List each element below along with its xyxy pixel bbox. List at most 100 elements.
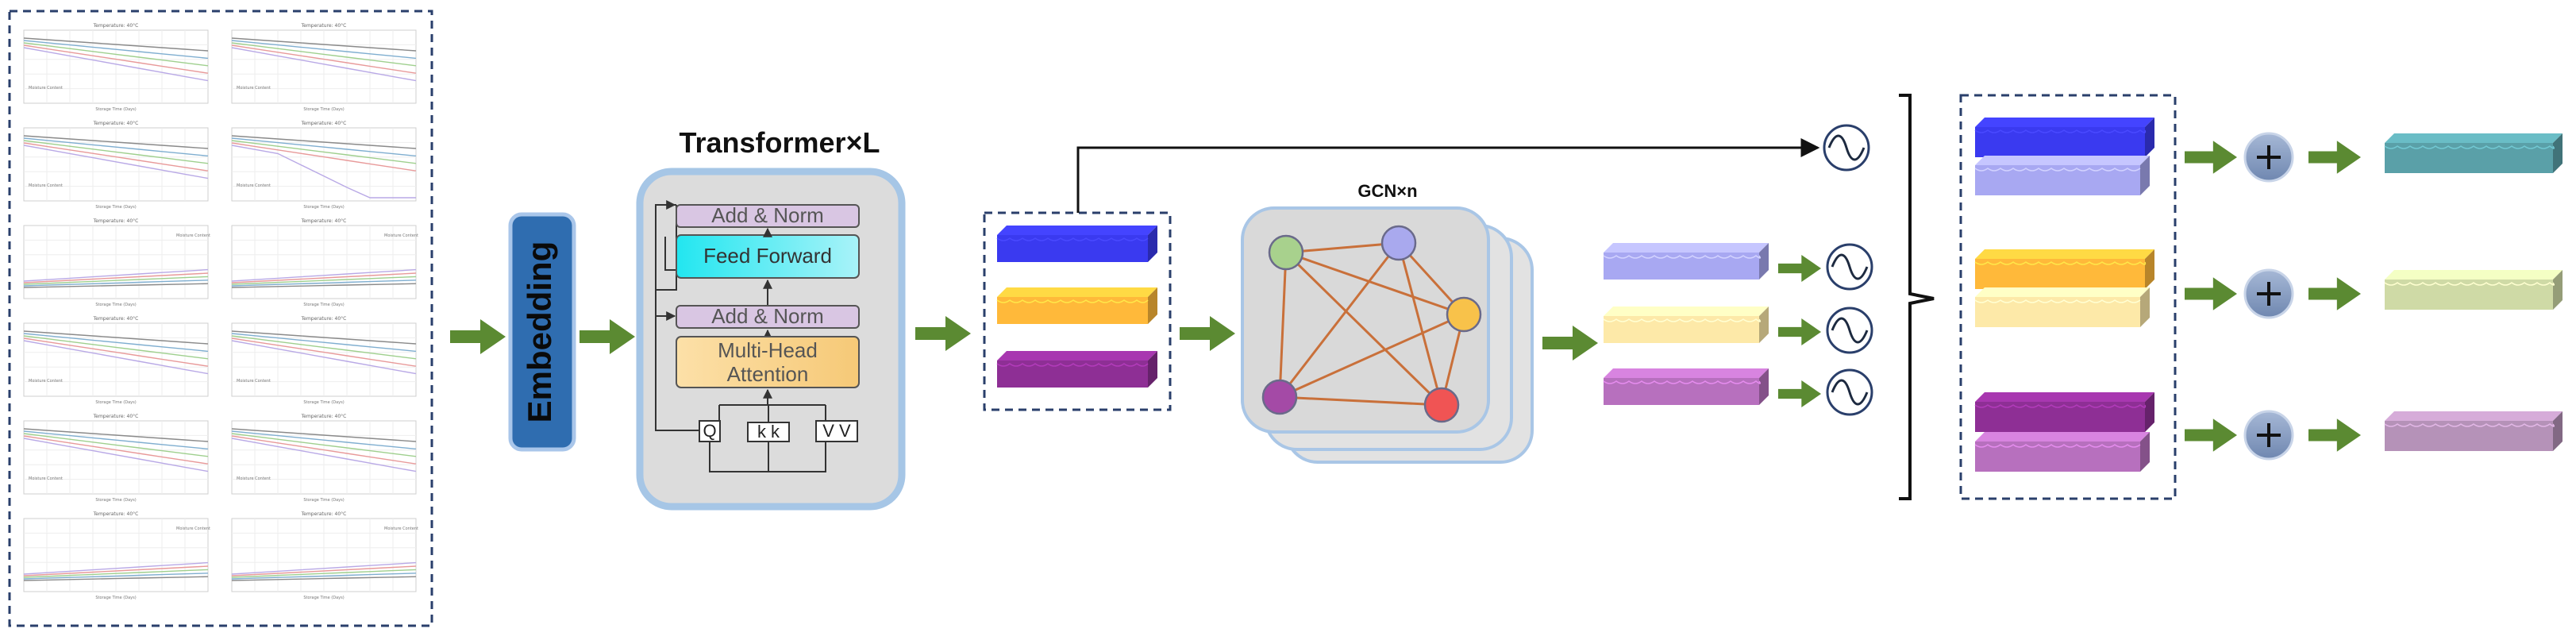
gcn-edge xyxy=(1285,251,1465,316)
gcn-edge xyxy=(1284,251,1443,407)
plus-icon-2 xyxy=(2243,268,2294,319)
embedding-block: Embedding xyxy=(508,212,576,452)
plus-icon-1 xyxy=(2243,132,2294,183)
mini-plot-xlabel: Storage Time (Days) xyxy=(303,205,344,210)
mini-plot: Temperature: 40°C Moisture ContentStorage… xyxy=(23,316,209,405)
mini-plot-legend: Moisture Content xyxy=(29,379,63,384)
fusion-in-arrow-2 xyxy=(2185,277,2237,310)
gcn-edge xyxy=(1279,395,1442,407)
mini-plot-title: Temperature: 40°C xyxy=(301,218,347,224)
q-label: Q xyxy=(703,421,716,441)
mini-plot-xlabel: Storage Time (Days) xyxy=(303,107,344,112)
output-bar-sage xyxy=(2384,270,2563,310)
mini-plot-xlabel: Storage Time (Days) xyxy=(95,498,136,503)
mini-plot: Temperature: 40°C Moisture ContentStorage… xyxy=(23,121,209,210)
add-norm-bottom-label: Add & Norm xyxy=(711,304,824,328)
sinusoid-icon-3 xyxy=(1826,368,1873,416)
mini-plot-xlabel: Storage Time (Days) xyxy=(303,400,344,405)
fusion-out-arrow-1 xyxy=(2308,141,2361,174)
skip-connection-arrow xyxy=(1076,138,1820,213)
gcn-graph xyxy=(1261,225,1482,423)
v-label: V V xyxy=(822,421,851,441)
mini-plot: Temperature: 40°C Moisture ContentStorage… xyxy=(23,414,209,503)
flow-arrow-1 xyxy=(450,319,506,354)
feature-stack-3 xyxy=(1959,94,2177,500)
mini-plot-legend: Moisture Content xyxy=(237,183,271,188)
fusion-in-arrow-3 xyxy=(2185,418,2237,452)
mini-plot: Temperature: 40°C Moisture ContentStorage… xyxy=(23,23,209,112)
feature-bar-blue xyxy=(996,226,1157,262)
feature-stack-1 xyxy=(983,211,1172,411)
k-label: k k xyxy=(757,422,780,442)
feature-bar-light-blue xyxy=(1603,243,1769,280)
transformer-title: Transformer×L xyxy=(679,126,880,159)
feature-stack-2 xyxy=(1603,243,1873,416)
gcn-edge xyxy=(1278,242,1400,398)
mini-plot-title: Temperature: 40°C xyxy=(93,121,139,126)
mini-plot-title: Temperature: 40°C xyxy=(301,511,347,517)
mini-plot-xlabel: Storage Time (Days) xyxy=(95,400,136,405)
mini-plot-legend: Moisture Content xyxy=(237,379,271,384)
mini-plot-title: Temperature: 40°C xyxy=(93,218,139,224)
mini-plot-title: Temperature: 40°C xyxy=(301,23,347,29)
flow-arrow-3 xyxy=(915,316,971,351)
brace xyxy=(1899,94,1935,500)
add-norm-top-label: Add & Norm xyxy=(711,203,824,227)
mini-plot-legend: Moisture Content xyxy=(384,526,418,531)
mini-plot: Temperature: 40°C Moisture ContentStorage… xyxy=(23,511,210,600)
mini-plot-legend: Moisture Content xyxy=(176,526,210,531)
mini-plot-legend: Moisture Content xyxy=(29,86,63,91)
gcn-edge xyxy=(1285,241,1400,254)
flow-arrow-5 xyxy=(1542,326,1598,361)
feature-bar-orange xyxy=(996,287,1157,324)
embedding-label: Embedding xyxy=(521,241,558,423)
gcn-edge xyxy=(1278,252,1288,398)
mini-plot-title: Temperature: 40°C xyxy=(301,121,347,126)
mini-plot-xlabel: Storage Time (Days) xyxy=(303,303,344,307)
small-arrow-1 xyxy=(1777,255,1822,282)
mini-plot-xlabel: Storage Time (Days) xyxy=(95,205,136,210)
pair-bar-light-purple xyxy=(1974,432,2150,472)
feed-forward-label: Feed Forward xyxy=(703,244,832,268)
feature-bar-purple xyxy=(996,351,1157,388)
mini-plot-title: Temperature: 40°C xyxy=(93,316,139,322)
pair-bar-orange xyxy=(1974,249,2154,289)
mini-plot-title: Temperature: 40°C xyxy=(301,316,347,322)
mini-plot-legend: Moisture Content xyxy=(29,476,63,481)
feature-bar-light-yellow xyxy=(1603,307,1769,343)
gcn-node xyxy=(1268,234,1304,271)
mini-plot-legend: Moisture Content xyxy=(29,183,63,188)
mini-plot-title: Temperature: 40°C xyxy=(93,414,139,419)
attention-line1: Multi-Head xyxy=(718,338,818,362)
gcn-edge xyxy=(1397,242,1443,406)
plus-icon-3 xyxy=(2243,410,2294,461)
mini-plot-xlabel: Storage Time (Days) xyxy=(95,596,136,600)
mini-plot: Temperature: 40°C Moisture ContentStorage… xyxy=(231,121,417,210)
mini-plot-title: Temperature: 40°C xyxy=(93,23,139,29)
mini-plot-title: Temperature: 40°C xyxy=(93,511,139,517)
add-norm-bottom-box xyxy=(676,305,860,329)
small-arrow-2 xyxy=(1777,318,1822,345)
sinusoid-icon-1 xyxy=(1826,243,1873,291)
add-norm-top-box xyxy=(676,204,860,228)
mini-plot: Temperature: 40°C Moisture ContentStorage… xyxy=(231,511,418,600)
mini-plot-legend: Moisture Content xyxy=(237,476,271,481)
pair-bar-blue xyxy=(1974,118,2154,157)
small-arrow-3 xyxy=(1777,380,1822,407)
mini-plot-xlabel: Storage Time (Days) xyxy=(303,596,344,600)
mini-plot-xlabel: Storage Time (Days) xyxy=(95,107,136,112)
mini-plot-xlabel: Storage Time (Days) xyxy=(95,303,136,307)
gcn-node xyxy=(1446,296,1482,333)
fusion-in-arrow-1 xyxy=(2185,141,2237,174)
pair-bar-light-yellow xyxy=(1974,287,2150,327)
mini-plot-title: Temperature: 40°C xyxy=(301,414,347,419)
gcn-block: GCN×n xyxy=(1241,181,1534,464)
fusion-out-arrow-3 xyxy=(2308,418,2361,452)
attention-line2: Attention xyxy=(727,362,809,386)
flow-arrow-2 xyxy=(580,319,635,354)
